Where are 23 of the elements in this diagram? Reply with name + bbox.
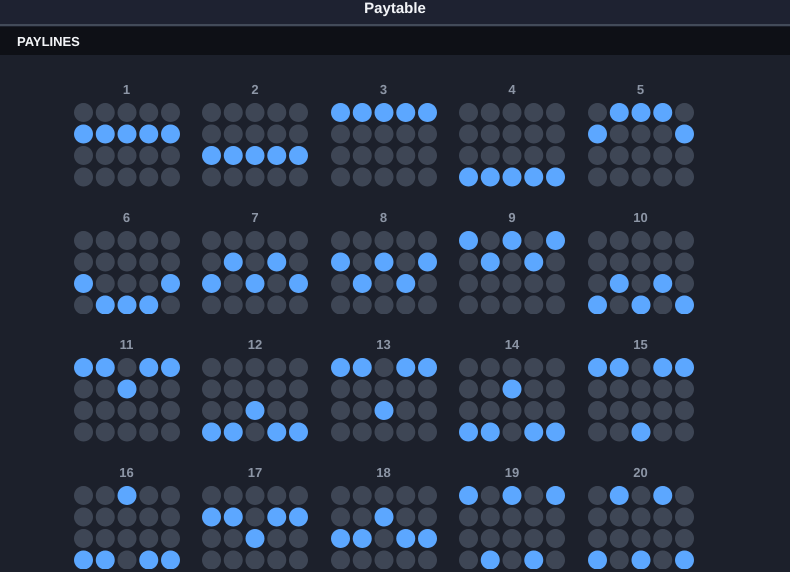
payline-number: 2 — [251, 82, 259, 97]
payline-number: 17 — [248, 464, 262, 480]
payline-number: 13 — [376, 337, 391, 352]
payline-number: 20 — [633, 464, 648, 480]
payline-number: 19 — [504, 464, 520, 480]
section-heading: PAYLINES — [17, 34, 80, 49]
payline-number: 4 — [508, 82, 516, 97]
page-title: Paytable — [364, 0, 426, 17]
payline-number: 6 — [122, 210, 130, 224]
payline-number: 14 — [504, 337, 520, 352]
payline-number: 18 — [376, 464, 391, 480]
payline-number: 7 — [251, 210, 259, 224]
payline-number: 9 — [508, 210, 516, 224]
payline-number: 5 — [636, 82, 644, 97]
payline-number: 8 — [380, 210, 388, 224]
section-header-bar — [0, 27, 790, 55]
payline-number: 10 — [633, 210, 648, 224]
payline-number: 16 — [119, 464, 134, 480]
payline-number: 1 — [122, 82, 130, 97]
payline-number: 12 — [248, 337, 262, 352]
payline-number: 11 — [120, 337, 134, 352]
payline-number: 3 — [380, 82, 388, 97]
payline-number: 15 — [633, 337, 648, 352]
